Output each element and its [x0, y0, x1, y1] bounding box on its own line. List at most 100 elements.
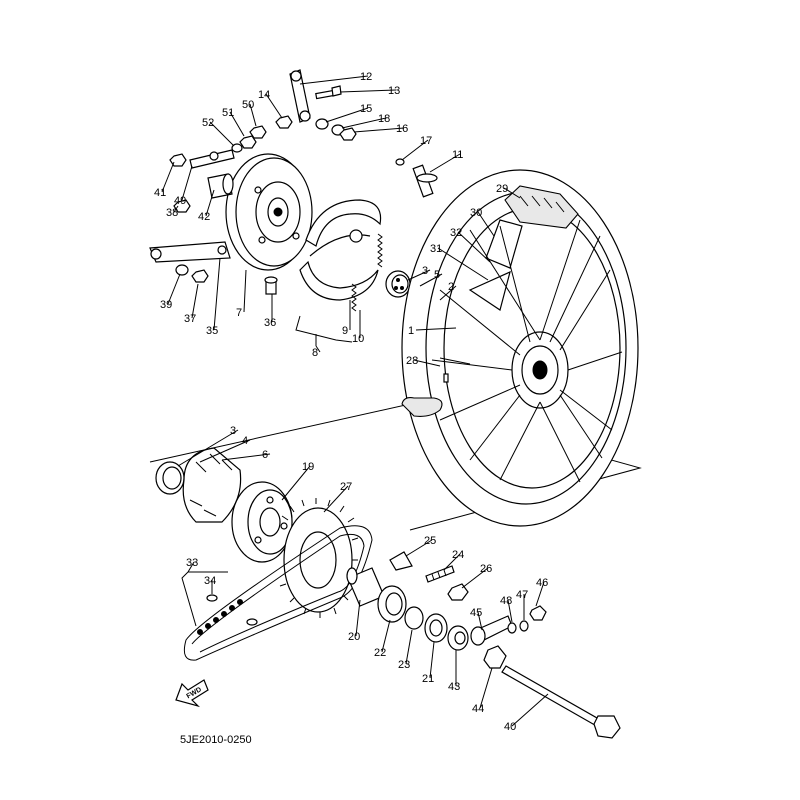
- stud-24: [425, 565, 455, 583]
- leader-line-25: [405, 539, 433, 557]
- callout-17: 17: [420, 135, 432, 147]
- callout-44: 44: [472, 703, 484, 715]
- wheel-tire: [401, 169, 639, 527]
- leader-line-30: [477, 211, 495, 237]
- callout-8: 8: [312, 347, 318, 359]
- callout-43: 43: [448, 681, 460, 693]
- callout-39: 39: [160, 299, 172, 311]
- leader-line-3: [177, 429, 239, 467]
- leader-line-37: [191, 283, 199, 319]
- callout-33: 33: [186, 557, 198, 569]
- callout-2: 2: [448, 281, 454, 293]
- valve-11: [412, 164, 438, 198]
- callout-20: 20: [348, 631, 360, 643]
- brake-shoes: [299, 199, 382, 301]
- leader-line-19: [281, 465, 311, 501]
- springs: [351, 233, 383, 312]
- callout-16: 16: [396, 123, 408, 135]
- callout-41: 41: [154, 187, 166, 199]
- leader-line-39: [167, 273, 181, 305]
- chain-adjuster: [470, 615, 513, 646]
- fwd-arrow-icon: [175, 679, 209, 708]
- callout-7: 7: [236, 307, 242, 319]
- callout-11: 11: [452, 149, 463, 161]
- leader-line-31: [437, 247, 489, 281]
- leader-line-12: [299, 75, 369, 85]
- leader-line-40: [511, 693, 549, 727]
- leader-line-16: [353, 127, 405, 133]
- leader-line-1: [415, 327, 457, 331]
- callout-34: 34: [204, 575, 216, 587]
- leader-line-50: [249, 103, 257, 127]
- leader-line-33: [187, 561, 195, 573]
- brake-arm: [149, 241, 231, 263]
- bearing-3-top: [385, 270, 411, 298]
- callout-26: 26: [480, 563, 492, 575]
- leader-line-6: [221, 453, 271, 461]
- leader-line-14: [265, 93, 283, 119]
- master-link: [206, 594, 258, 626]
- callout-19: 19: [302, 461, 314, 473]
- callout-42: 42: [198, 211, 210, 223]
- leader-line-38: [173, 205, 179, 213]
- callout-6: 6: [262, 449, 268, 461]
- bearing-22: [377, 585, 407, 623]
- callout-23: 23: [398, 659, 410, 671]
- leader-line-28: [413, 359, 441, 367]
- callout-48: 48: [500, 595, 512, 607]
- leader-line-23: [405, 629, 413, 665]
- circlip-23: [404, 606, 424, 630]
- spoke-nipple: [439, 357, 471, 383]
- callout-13: 13: [388, 85, 400, 97]
- callout-52: 52: [202, 117, 214, 129]
- callout-12: 12: [360, 71, 372, 83]
- leader-line-11: [429, 153, 461, 173]
- leader-line-52: [209, 121, 235, 147]
- callout-38: 38: [166, 207, 178, 219]
- callout-24: 24: [452, 549, 464, 561]
- nut-26: [447, 583, 469, 601]
- callout-18: 18: [378, 113, 390, 125]
- callout-3: 3: [230, 425, 236, 437]
- leader-line-42: [205, 189, 215, 217]
- pin-36: [264, 276, 278, 295]
- callout-29: 29: [496, 183, 508, 195]
- callout-35: 35: [206, 325, 218, 337]
- leader-line-8: [315, 345, 321, 353]
- callout-49: 49: [174, 195, 186, 207]
- leader-line-24: [443, 553, 461, 571]
- leader-line-32: [457, 231, 491, 263]
- bracket-8: [295, 315, 353, 346]
- clip-25: [389, 551, 413, 571]
- leader-line-13: [339, 89, 397, 93]
- shaft-20: [346, 567, 385, 607]
- callout-3: 3: [422, 265, 428, 277]
- callout-37: 37: [184, 313, 196, 325]
- leader-line-49: [181, 165, 193, 201]
- nut-46: [529, 605, 547, 621]
- leader-line-29: [503, 187, 521, 199]
- callout-28: 28: [406, 355, 418, 367]
- leader-line-46: [535, 581, 545, 607]
- torque-rod: [189, 149, 235, 169]
- callout-45: 45: [470, 607, 482, 619]
- callout-14: 14: [258, 89, 270, 101]
- chain: [183, 525, 373, 661]
- small-parts-top: [169, 115, 405, 283]
- bolt-13: [315, 85, 342, 100]
- callout-1: 1: [408, 325, 414, 337]
- callout-5: 5: [434, 269, 440, 281]
- leader-line-21: [429, 641, 435, 679]
- leader-line-5: [419, 273, 443, 287]
- leader-line-51: [229, 111, 245, 137]
- callout-51: 51: [222, 107, 234, 119]
- callout-25: 25: [424, 535, 436, 547]
- collar-42: [207, 173, 234, 199]
- leader-line-48: [507, 599, 513, 623]
- leader-line-3: [407, 269, 431, 281]
- callout-22: 22: [374, 647, 386, 659]
- callout-36: 36: [264, 317, 276, 329]
- leader-line-35: [213, 257, 221, 331]
